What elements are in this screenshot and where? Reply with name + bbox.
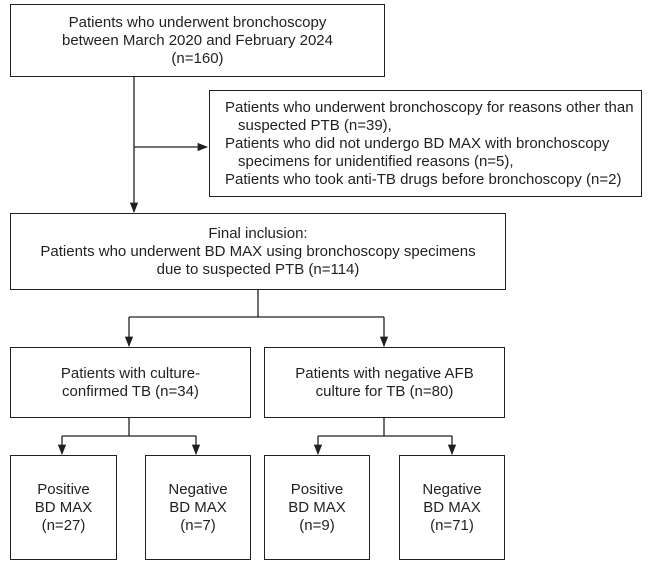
neg-negative-box: Negative BD MAX (n=71) — [399, 455, 505, 560]
culture-confirmed-box: Patients with culture- confirmed TB (n=3… — [10, 347, 251, 418]
included-text: Final inclusion: Patients who underwent … — [40, 224, 476, 278]
excluded-line: Patients who took anti-TB drugs before b… — [225, 170, 622, 188]
screened-box: Patients who underwent bronchoscopy betw… — [10, 4, 385, 77]
cc-negative-text: Negative BD MAX (n=7) — [168, 480, 228, 534]
negative-culture-text: Patients with negative AFB culture for T… — [295, 364, 474, 400]
excluded-box: Patients who underwent bronchoscopy for … — [209, 90, 642, 197]
excluded-line: suspected PTB (n=39), — [238, 116, 392, 134]
cc-negative-box: Negative BD MAX (n=7) — [145, 455, 251, 560]
excluded-line: Patients who did not undergo BD MAX with… — [225, 134, 610, 152]
culture-confirmed-text: Patients with culture- confirmed TB (n=3… — [60, 364, 201, 400]
excluded-text: Patients who underwent bronchoscopy for … — [225, 99, 634, 189]
screened-text: Patients who underwent bronchoscopy betw… — [61, 13, 333, 67]
excluded-line: Patients who underwent bronchoscopy for … — [225, 98, 634, 116]
neg-positive-text: Positive BD MAX (n=9) — [288, 480, 346, 534]
included-box: Final inclusion: Patients who underwent … — [10, 213, 506, 290]
neg-negative-text: Negative BD MAX (n=71) — [422, 480, 482, 534]
neg-positive-box: Positive BD MAX (n=9) — [264, 455, 370, 560]
cc-positive-box: Positive BD MAX (n=27) — [10, 455, 117, 560]
cc-positive-text: Positive BD MAX (n=27) — [34, 480, 93, 534]
negative-culture-box: Patients with negative AFB culture for T… — [264, 347, 505, 418]
excluded-line: specimens for unidentified reasons (n=5)… — [238, 152, 514, 170]
